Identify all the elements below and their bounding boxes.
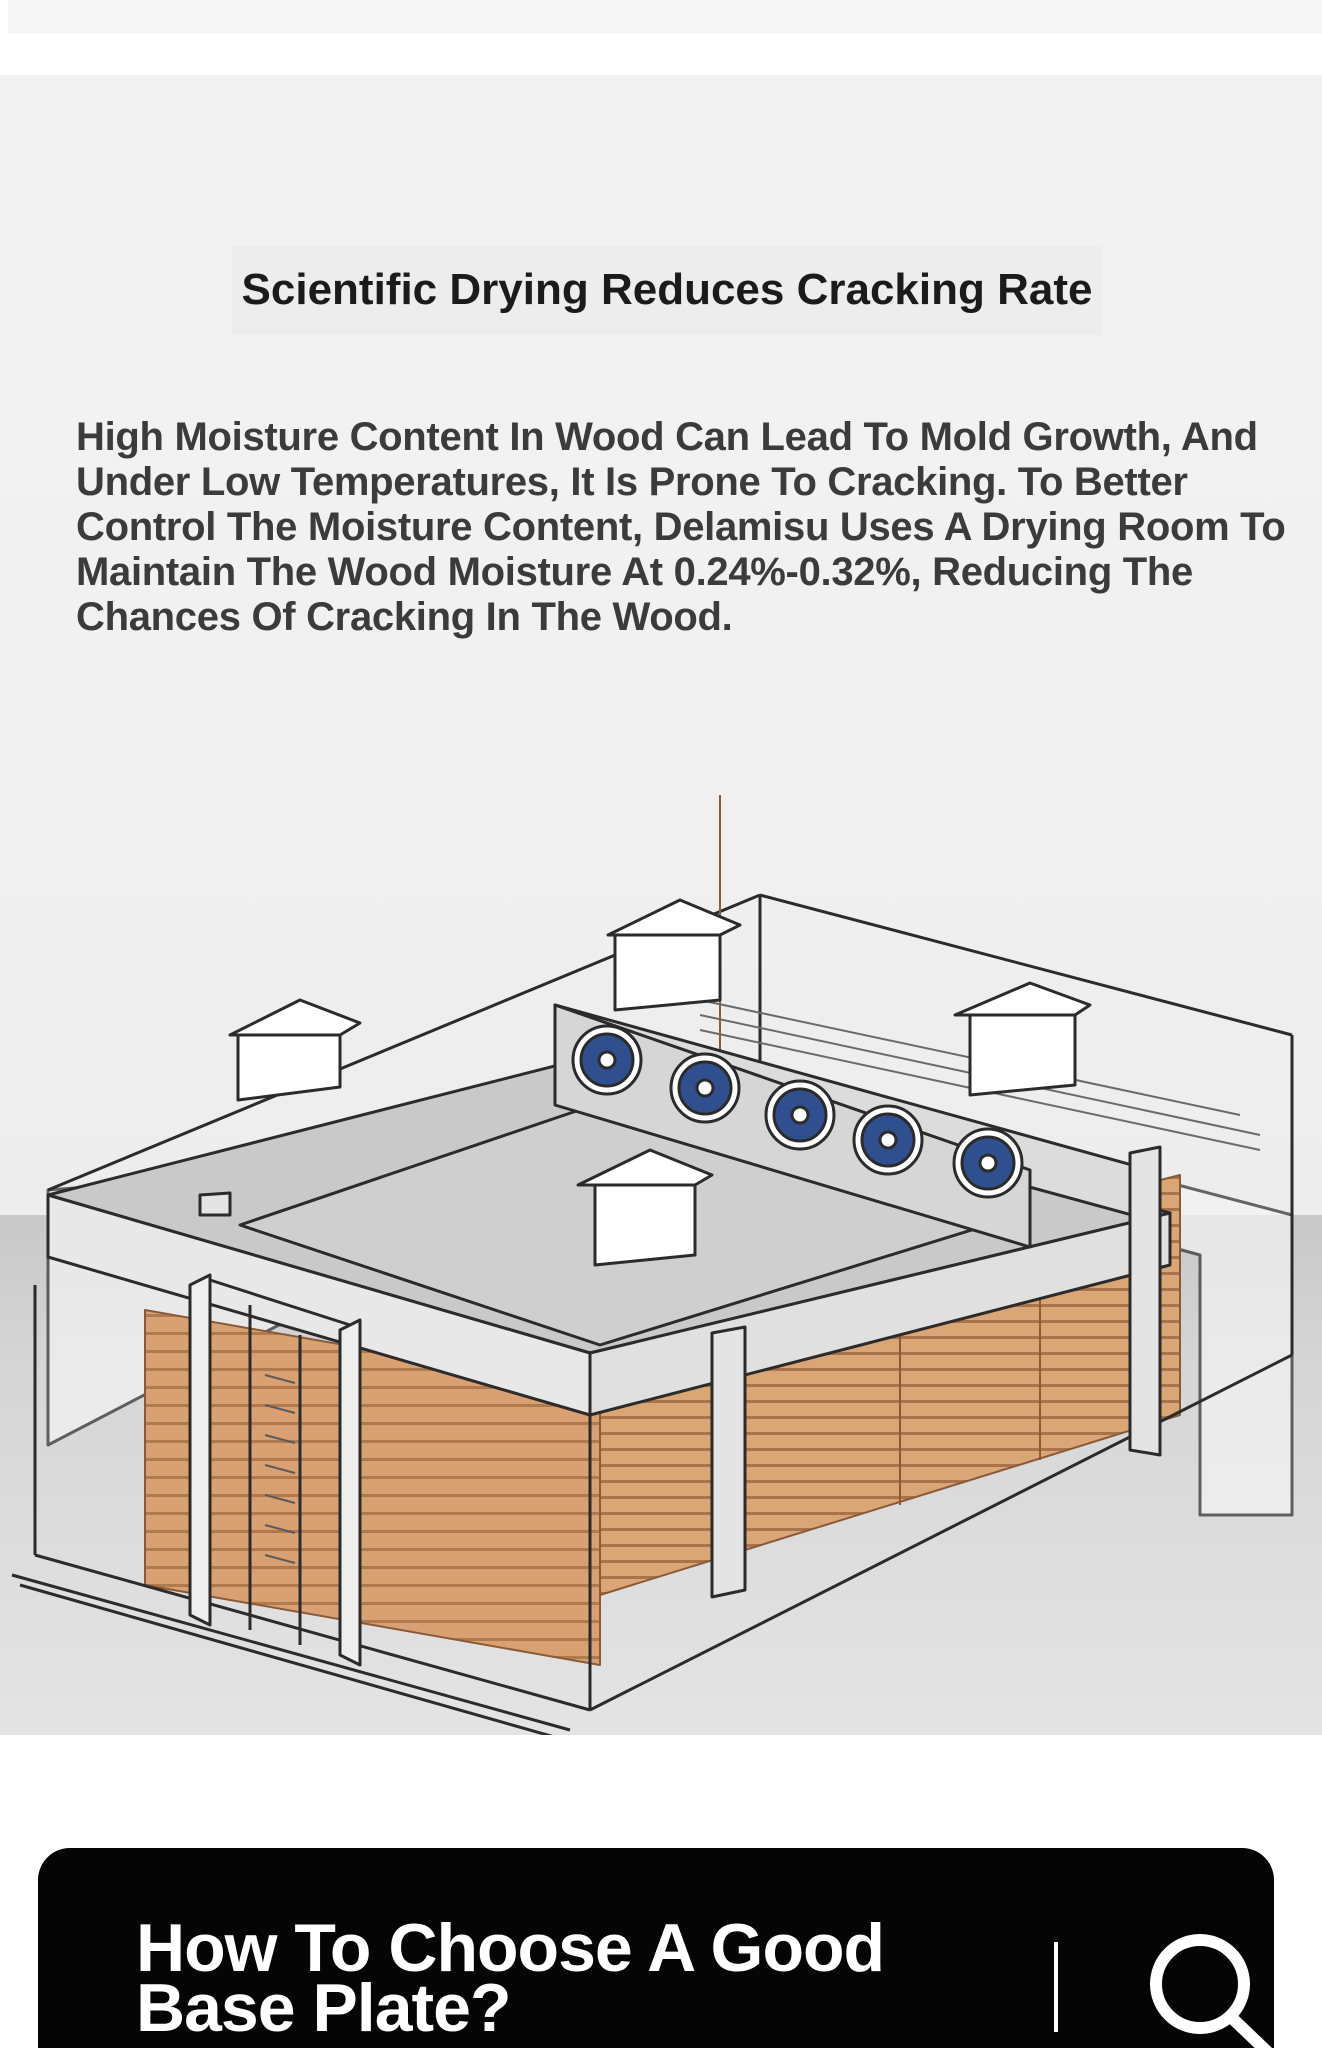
search-icon[interactable] — [1138, 1926, 1288, 2048]
search-bar[interactable]: How To Choose A Good Base Plate? — [38, 1848, 1274, 2048]
section-body: High Moisture Content In Wood Can Lead T… — [76, 415, 1286, 639]
search-query-text[interactable]: How To Choose A Good Base Plate? — [136, 1910, 885, 2046]
top-strip — [8, 0, 1322, 34]
drying-room-illustration — [11, 795, 1294, 1735]
section-title: Scientific Drying Reduces Cracking Rate — [232, 245, 1102, 335]
search-divider — [1054, 1942, 1058, 2032]
product-feature-section: Scientific Drying Reduces Cracking Rate … — [0, 75, 1322, 1735]
